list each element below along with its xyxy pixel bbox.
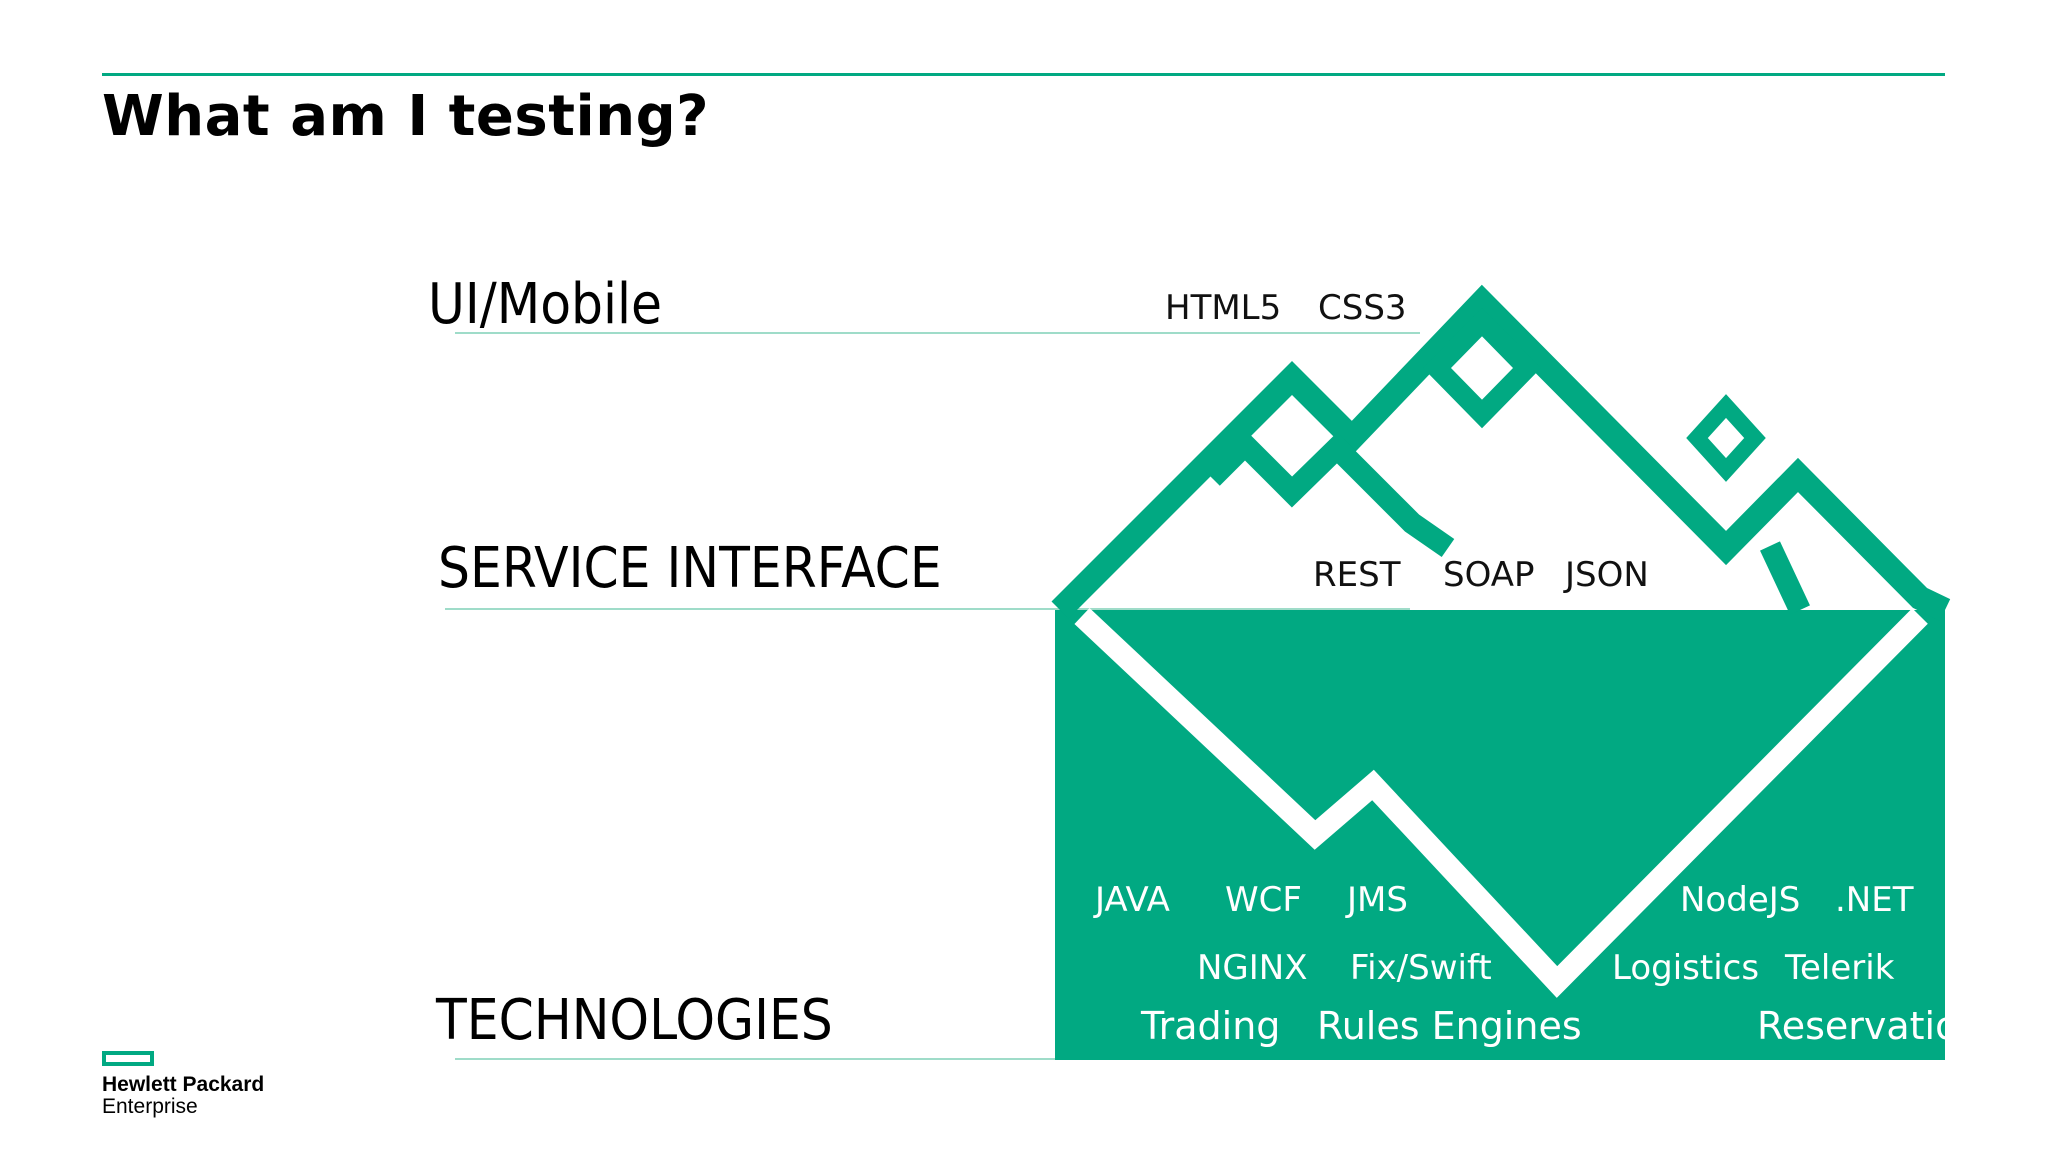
- waterline-connector: [1760, 541, 1810, 615]
- water-block: [1055, 610, 1945, 1060]
- layer-label-service: SERVICE INTERFACE: [438, 536, 942, 601]
- logo-line1: Hewlett Packard: [102, 1073, 265, 1096]
- mountain-outline: [1051, 284, 1951, 621]
- separator-ui: [455, 332, 1420, 334]
- title-rule: [102, 73, 1945, 76]
- tech-jms: JMS: [1347, 880, 1408, 920]
- tech-trading: Trading: [1141, 1004, 1281, 1048]
- tech-fix-swift: Fix/Swift: [1350, 948, 1492, 988]
- tech-css3: CSS3: [1318, 288, 1407, 328]
- left-peak-zigzag: [1204, 429, 1455, 558]
- tech-rules-engines: Rules Engines: [1317, 1004, 1582, 1048]
- tech-nginx: NGINX: [1197, 948, 1308, 988]
- tech-nodejs: NodeJS: [1680, 880, 1801, 920]
- underwater-outline: [1074, 607, 1928, 998]
- top-diamond: [1423, 307, 1541, 429]
- tech-wcf: WCF: [1225, 880, 1302, 920]
- slide-title: What am I testing?: [102, 84, 710, 149]
- tech-soap: SOAP: [1443, 555, 1535, 595]
- logo-line2: Enterprise: [102, 1095, 198, 1118]
- separator-service: [445, 608, 1410, 610]
- separator-technologies: [455, 1058, 1055, 1060]
- tech-telerik: Telerik: [1785, 948, 1895, 988]
- layer-label-technologies: TECHNOLOGIES: [436, 988, 833, 1053]
- tech-rest: REST: [1313, 555, 1401, 595]
- hpe-logo-mark: [102, 1051, 154, 1066]
- tech-logistics: Logistics: [1612, 948, 1760, 988]
- tech-reservations: Reservatio: [1757, 1004, 1945, 1048]
- tech-html5: HTML5: [1165, 288, 1282, 328]
- tech-java: JAVA: [1095, 880, 1170, 920]
- right-diamond: [1686, 394, 1766, 482]
- tech-json: JSON: [1565, 555, 1649, 595]
- layer-label-ui: UI/Mobile: [428, 272, 663, 337]
- tech-dotnet: .NET: [1835, 880, 1914, 920]
